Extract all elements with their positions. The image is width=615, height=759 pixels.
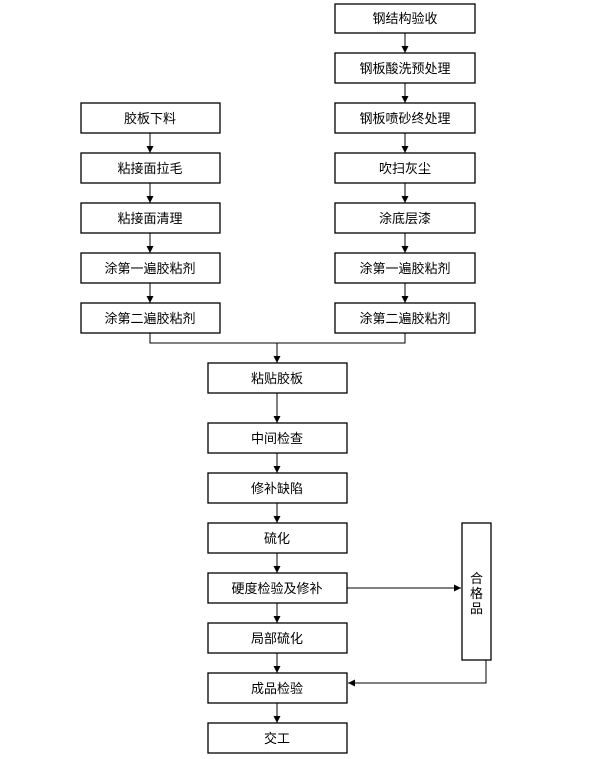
step-left-glue-1: 涂第一遍胶粘剂 — [80, 252, 221, 284]
step-handover: 交工 — [207, 722, 348, 754]
step-pickling-pretreat: 钢板酸洗预处理 — [334, 52, 476, 84]
step-label: 局部硫化 — [251, 632, 303, 647]
step-blow-dust: 吹扫灰尘 — [334, 152, 476, 184]
step-left-glue-2: 涂第二遍胶粘剂 — [80, 302, 221, 334]
step-label: 钢板酸洗预处理 — [359, 62, 450, 77]
step-repair-defects: 修补缺陷 — [207, 472, 348, 504]
step-primer: 涂底层漆 — [334, 202, 476, 234]
step-label: 涂底层漆 — [379, 211, 431, 227]
step-label: 钢结构验收 — [372, 11, 437, 27]
step-product-check: 成品检验 — [207, 672, 348, 704]
step-vulcanize: 硫化 — [207, 522, 348, 554]
step-label: 钢板喷砂终处理 — [359, 111, 450, 127]
step-label: 涂第二遍胶粘剂 — [104, 311, 195, 327]
step-label: 交工 — [264, 731, 290, 747]
step-label: 粘接面清理 — [117, 211, 182, 227]
step-local-vulcanize: 局部硫化 — [207, 622, 348, 654]
merge-connector — [149, 333, 406, 344]
step-label: 粘接面拉毛 — [117, 161, 182, 177]
qualified-label-char-2: 格 — [470, 586, 483, 602]
step-label: 涂第一遍胶粘剂 — [359, 261, 450, 277]
step-rubber-cutting: 胶板下料 — [80, 102, 221, 134]
step-right-glue-2: 涂第二遍胶粘剂 — [334, 302, 476, 334]
step-label: 吹扫灰尘 — [379, 162, 431, 177]
step-right-glue-1: 涂第一遍胶粘剂 — [334, 252, 476, 284]
step-sandblast-final: 钢板喷砂终处理 — [334, 102, 476, 134]
step-label: 成品检验 — [251, 681, 303, 697]
step-label: 胶板下料 — [124, 111, 176, 127]
qualified-label-char-1: 合 — [470, 572, 483, 587]
step-roughen: 粘接面拉毛 — [80, 152, 221, 184]
step-mid-check: 中间检查 — [207, 422, 348, 454]
step-label: 粘贴胶板 — [251, 371, 303, 387]
step-label: 涂第二遍胶粘剂 — [359, 311, 450, 327]
step-hardness-check: 硬度检验及修补 — [207, 572, 348, 604]
qualified-box: 合 格 品 — [461, 522, 492, 661]
step-steel-inspection: 钢结构验收 — [334, 3, 476, 34]
step-label: 涂第一遍胶粘剂 — [104, 261, 195, 277]
step-label: 硬度检验及修补 — [231, 581, 322, 597]
step-stick-rubber: 粘贴胶板 — [207, 362, 348, 394]
arrow-from-qualified — [348, 660, 487, 687]
step-label: 修补缺陷 — [251, 482, 303, 497]
step-label: 硫化 — [264, 532, 290, 547]
step-clean: 粘接面清理 — [80, 202, 221, 234]
qualified-label-char-3: 品 — [470, 602, 483, 617]
step-label: 中间检查 — [251, 432, 303, 447]
